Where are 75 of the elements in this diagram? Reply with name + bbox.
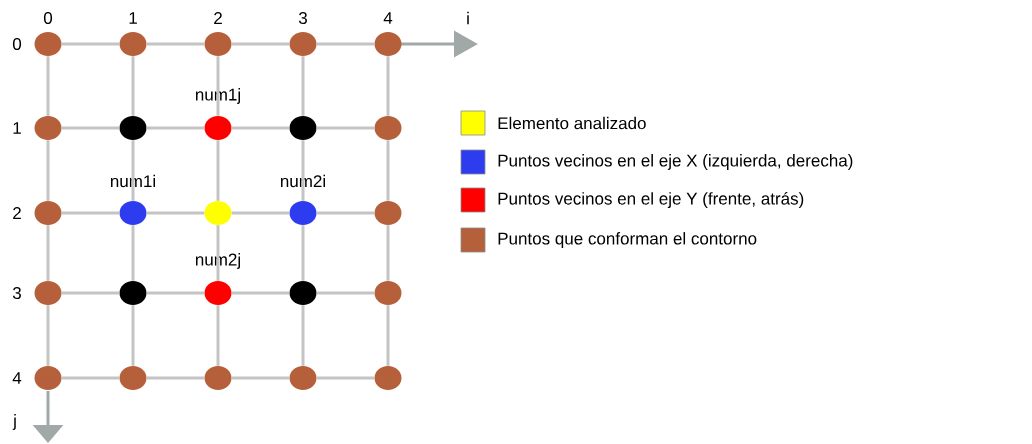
grid-line [301,225,305,281]
grid-dot [34,116,62,140]
grid-dot [374,366,402,390]
grid-dot [119,201,147,225]
grid-dot [289,281,317,305]
grid-line [46,225,50,281]
grid-line [61,126,120,130]
dot-label: num2i [281,174,325,188]
grid-line [61,291,120,295]
grid-line [231,211,290,215]
grid-line [231,291,290,295]
grid-line [146,126,205,130]
grid-dot [374,116,402,140]
grid-line [46,56,50,116]
grid-dot [289,201,317,225]
grid-line [216,305,220,366]
grid-dot [34,281,62,305]
grid-line [386,140,390,201]
grid-line [386,225,390,281]
grid-dot [374,32,402,56]
legend-text: Puntos que conforman el contorno [498,232,757,248]
grid-dot [34,32,62,56]
grid-line [386,56,390,116]
grid-dot [204,32,232,56]
dot-label: num1j [196,88,240,104]
dot-label: num2j [196,253,240,269]
grid-line [316,291,375,295]
grid-line [131,225,135,281]
grid-line [61,42,120,46]
grid-line [316,211,375,215]
grid-line [231,126,290,130]
grid-line [131,305,135,366]
axis-label: i [467,11,469,25]
grid-dot [204,201,232,225]
grid-dot [119,116,147,140]
grid-dot [289,32,317,56]
grid-line [216,56,220,116]
grid-line [301,56,305,116]
grid-dot [204,116,232,140]
grid-line [46,140,50,201]
grid-dot [34,366,62,390]
grid-line [216,225,220,281]
legend-text: Elemento analizado [498,116,646,130]
grid-dot [34,201,62,225]
grid-dot [204,366,232,390]
grid-dot [289,116,317,140]
grid-dot [119,32,147,56]
grid-line [316,42,375,46]
grid-line [146,291,205,295]
grid-line [61,376,120,380]
axis-label: j [12,414,16,430]
grid-line [131,140,135,201]
grid-line [386,305,390,366]
grid-line [301,305,305,366]
grid-line [46,305,50,366]
grid-line [231,42,290,46]
grid-dot [289,366,317,390]
grid-line [216,140,220,201]
legend-text: Puntos vecinos en el eje Y (frente, atrás) [498,192,804,209]
grid-line [131,56,135,116]
legend-text: Puntos vecinos en el eje X (izquierda, derecha) [498,154,853,170]
grid-line [146,42,205,46]
grid-dot [119,281,147,305]
grid-dot [374,201,402,225]
grid-line [316,126,375,130]
grid-line [301,140,305,201]
grid-line [231,376,290,380]
grid-line [146,376,205,380]
grid-line [146,211,205,215]
dot-label: num1i [111,174,155,188]
grid-dot [374,281,402,305]
grid-line [316,376,375,380]
grid-dot [204,281,232,305]
grid-line [61,211,120,215]
grid-dot [119,366,147,390]
